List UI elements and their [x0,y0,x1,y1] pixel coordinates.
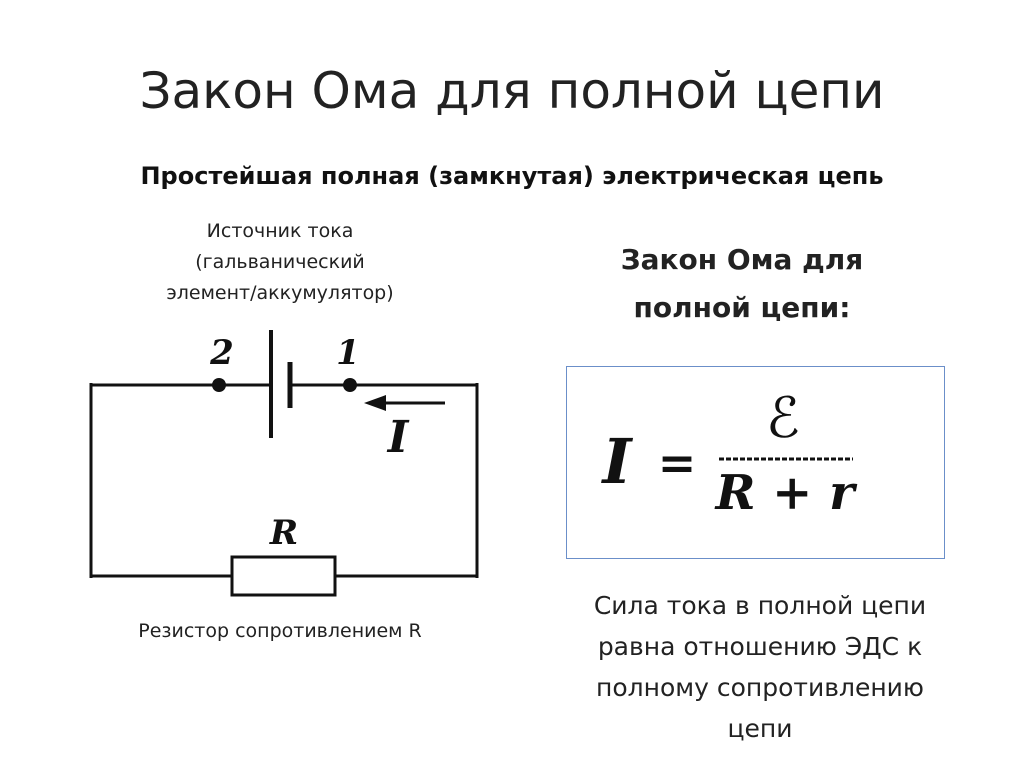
subtitle: Простейшая полная (замкнутая) электричес… [140,162,884,190]
circuit-diagram: 2 1 I R [89,330,479,597]
resistor-caption: Резистор сопротивлением R [138,620,422,642]
resistor-label: R [269,513,298,553]
node-1-label: 1 [336,333,360,373]
law-description: Сила тока в полной цепи равна отношению … [560,585,960,749]
current-source-label: Источник тока (гальванический элемент/ак… [130,216,430,309]
node-2-dot [212,378,226,392]
formula-equals-sign: = [658,436,697,490]
formula-denominator: R + r [714,465,859,521]
node-1-dot [343,378,357,392]
source-label-line-1: Источник тока [206,220,354,242]
description-line-3: полному сопротивлению [596,673,924,702]
formula-box: I = ℰ R + r [566,366,945,559]
source-label-line-2: (гальванический [195,251,365,273]
resistor-symbol [230,555,337,597]
slide-title: Закон Ома для полной цепи [139,62,885,120]
ohm-law-formula: I = ℰ R + r [600,386,859,521]
current-label: I [386,412,410,463]
circuit-wires [89,383,479,578]
node-2-label: 2 [209,333,234,373]
law-heading-line-2: полной цепи: [633,291,851,324]
law-heading: Закон Ома для полной цепи: [572,236,912,332]
law-heading-line-1: Закон Ома для [620,243,864,276]
formula-current-symbol: I [600,425,633,498]
current-arrow [364,395,445,411]
description-line-4: цепи [727,714,793,743]
formula-emf-symbol: ℰ [766,386,800,451]
description-line-1: Сила тока в полной цепи [593,591,927,620]
source-label-line-3: элемент/аккумулятор) [166,282,394,304]
description-line-2: равна отношению ЭДС к [597,632,923,661]
